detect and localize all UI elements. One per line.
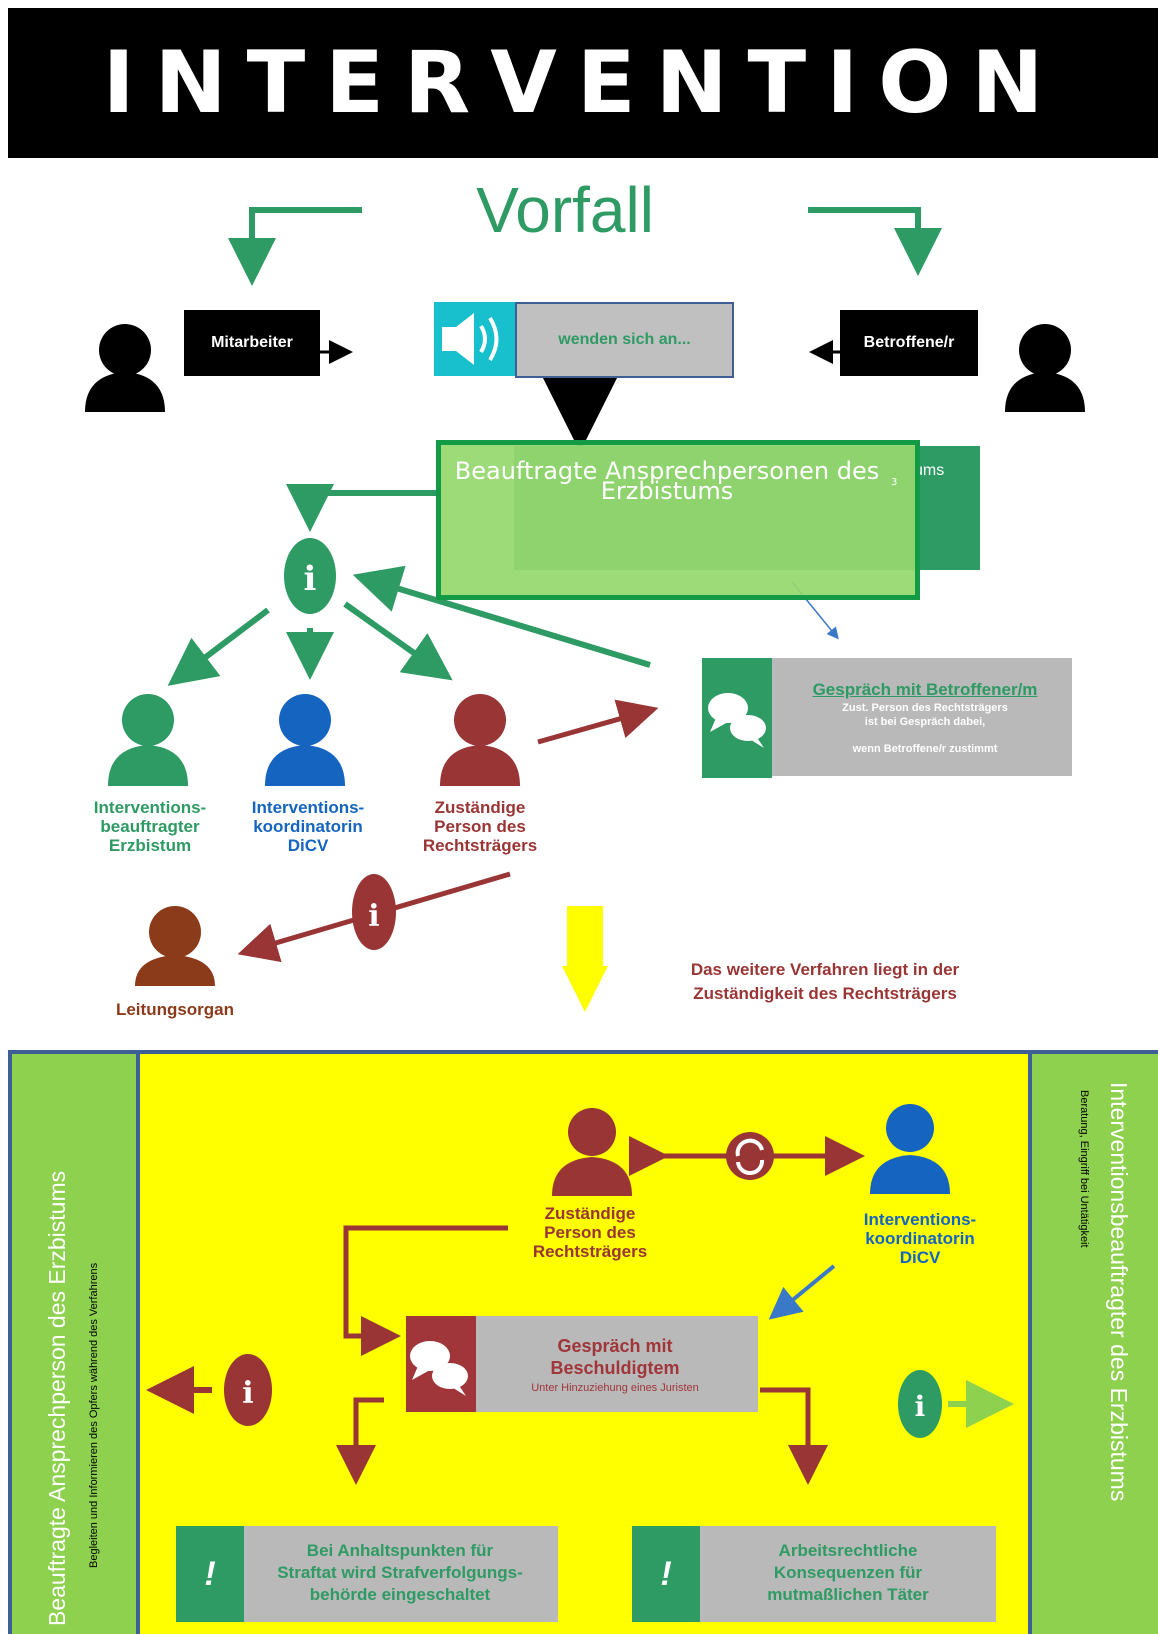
person-zustaendige-icon [440,694,520,786]
person-koordinatorin-icon [265,694,345,786]
betroffene-bubble: Betroffene/r [840,310,978,376]
svg-text:i: i [368,899,379,934]
person-interventionsbeauftragter-icon [108,694,188,786]
zust-person-bottom-label: Zuständige Person des Rechtsträgers [532,1204,648,1261]
page-title: INTERVENTION [102,33,1064,133]
info-icon-right: i [898,1370,942,1438]
svg-text:i: i [915,1390,926,1423]
ansprechpersonen-title: Beauftragte Ansprechpersonen des Erzbist… [454,457,880,505]
info-icon-leitung: i [352,874,396,950]
person-zustaendige-bottom-icon [552,1108,632,1196]
svg-text:i: i [304,559,317,599]
chat-line-3: wenn Betroffene/r zustimmt [852,743,998,755]
chat-line-2: ist bei Gespräch dabei, [864,716,986,728]
leitungsorgan-label: Leitungsorgan [115,1000,235,1019]
gespraech-beschuldigtem-title: Gespräch mit Beschuldigtem [550,1336,680,1378]
role-interventionsbeauftragter: Interventions- beauftragter Erzbistum [93,798,207,855]
sync-icon [726,1132,774,1180]
info-icon-top: i [284,538,336,614]
header-bar: INTERVENTION [8,8,1158,158]
wenden-sich-an-box: wenden sich an... [515,302,734,378]
chat-line-1: Zust. Person des Rechtsträgers [842,702,1008,714]
wenden-sich-an-label: wenden sich an... [558,331,691,348]
strafverfolgung-text: Bei Anhaltspunkten für Straftat wird Str… [277,1541,523,1604]
vorfall-heading: Vorfall [476,174,654,246]
ansprechpersonen-footnote: 3 [891,477,898,488]
svg-text:i: i [242,1376,253,1411]
exclamation-icon-right: ! [632,1526,700,1622]
info-icon-left: i [224,1354,272,1426]
person-mitarbeiter-icon [85,324,165,412]
exclamation-icon-left: ! [176,1526,244,1622]
left-side-panel: Beauftragte Ansprechperson des Erzbistum… [12,1054,136,1634]
arbeitsrecht-text: Arbeitsrechtliche Konsequenzen für mutma… [767,1541,929,1604]
role-koordinatorin: Interventions- koordinatorin DiCV [251,798,365,855]
mitarbeiter-label: Mitarbeiter [211,334,293,351]
person-koordinatorin-bottom-icon [870,1104,950,1194]
gespraech-beschuldigtem-sub: Unter Hinzuziehung eines Juristen [531,1382,699,1394]
mitarbeiter-bubble: Mitarbeiter [184,310,320,376]
right-side-panel: Interventionsbeauftragter des Erzbistums… [1032,1054,1158,1634]
vorfall-left-arrow [228,207,362,286]
koord-bottom-label: Interventions- koordinatorin DiCV [863,1210,977,1267]
person-leitungsorgan-icon [135,906,215,986]
ansprechpersonen-fragment: ums [914,462,945,479]
role-zustaendige-person: Zuständige Person des Rechtsträgers [422,798,538,855]
follow-procedure-text: Das weitere Verfahren liegt in der Zustä… [690,960,960,1003]
gespraech-betroffene-title: Gespräch mit Betroffener/m [812,680,1038,699]
ansprechpersonen-overlay: Beauftragte Ansprechpersonen des Erzbist… [436,440,920,600]
person-betroffene-icon [1005,324,1085,412]
betroffene-label: Betroffene/r [863,334,955,351]
vorfall-right-arrow [808,207,942,276]
